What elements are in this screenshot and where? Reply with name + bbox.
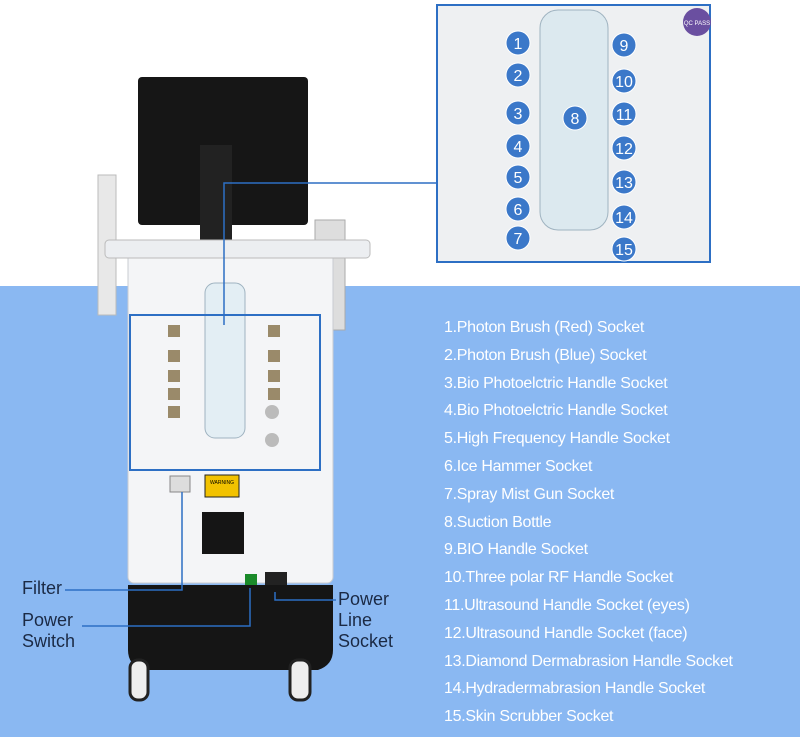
inset-connector-line [223, 182, 437, 325]
warning-label [204, 474, 240, 498]
legend-item: 15.Skin Scrubber Socket [444, 708, 614, 726]
filter-callout-line [65, 492, 183, 591]
marker-number-15: 15 [615, 242, 633, 259]
legend-item: 9.BIO Handle Socket [444, 541, 588, 559]
marker-number-11: 11 [616, 107, 633, 124]
legend-item: 4.Bio Photoelctric Handle Socket [444, 402, 668, 420]
highlight-box [129, 314, 321, 471]
marker-number-8: 8 [571, 111, 580, 128]
marker-circle-12 [611, 135, 637, 161]
marker-circle-13 [611, 169, 637, 195]
marker-circle-9 [611, 32, 637, 58]
filter-unit [169, 475, 191, 493]
marker-number-6: 6 [514, 202, 523, 219]
marker-circle-3 [505, 100, 531, 126]
legend-item: 1.Photon Brush (Red) Socket [444, 319, 645, 336]
legend-item: 12.Ultrasound Handle Socket (face) [444, 624, 688, 642]
marker-number-2: 2 [514, 68, 523, 85]
marker-circle-11 [611, 101, 637, 127]
power-switch [245, 574, 257, 588]
marker-circle-14 [611, 204, 637, 230]
legend-item: 2.Photon Brush (Blue) Socket [444, 346, 647, 364]
legend-item: 7.Spray Mist Gun Socket [444, 485, 615, 503]
marker-number-4: 4 [514, 139, 523, 156]
marker-number-9: 9 [620, 38, 629, 55]
suction-bottle [204, 282, 246, 439]
marker-circle-10 [611, 68, 637, 94]
fan-grille [202, 512, 244, 554]
legend-item: 5.High Frequency Handle Socket [444, 430, 670, 448]
power-switch-callout-line [82, 588, 251, 627]
socket-legend-list: 1.Photon Brush (Red) Socket 2.Photon Bru… [444, 314, 733, 731]
qc-pass-badge [683, 8, 711, 36]
marker-circle-6 [505, 196, 531, 222]
legend-item: 8.Suction Bottle [444, 513, 552, 531]
filter-label: Filter [22, 578, 62, 598]
marker-number-1: 1 [514, 36, 523, 53]
top-shelf [104, 239, 371, 259]
marker-number-12: 12 [615, 141, 633, 158]
legend-item: 3.Bio Photoelctric Handle Socket [444, 374, 668, 392]
power-line-socket-label: Power Line Socket [338, 589, 394, 651]
marker-circle-15 [611, 236, 637, 262]
qc-pass-text: QC PASS [684, 21, 710, 27]
power-switch-label: Power Switch [22, 610, 76, 651]
right-sockets [265, 325, 280, 447]
marker-circle-2 [505, 62, 531, 88]
wheel-left [128, 658, 150, 702]
marker-number-5: 5 [514, 170, 523, 187]
marker-number-14: 14 [615, 210, 633, 227]
marker-circle-1 [505, 30, 531, 56]
marker-number-7: 7 [514, 231, 523, 248]
marker-circle-5 [505, 164, 531, 190]
marker-circle-7 [505, 225, 531, 251]
marker-circle-8 [562, 105, 588, 131]
marker-number-3: 3 [514, 106, 523, 123]
wheel-right [288, 658, 312, 702]
legend-item: 14.Hydradermabrasion Handle Socket [444, 680, 706, 698]
power-line-callout-line [274, 592, 336, 601]
legend-item: 13.Diamond Dermabrasion Handle Socket [444, 652, 733, 670]
left-sockets [168, 325, 180, 418]
marker-number-10: 10 [615, 74, 633, 91]
legend-item: 6.Ice Hammer Socket [444, 457, 593, 475]
machine-base [128, 585, 333, 670]
monitor-stand [200, 145, 232, 245]
legend-item: 11.Ultrasound Handle Socket (eyes) [444, 596, 690, 614]
marker-circle-4 [505, 133, 531, 159]
warning-text: WARNING [210, 480, 234, 486]
marker-number-13: 13 [615, 175, 633, 192]
legend-item: 10.Three polar RF Handle Socket [444, 569, 674, 587]
